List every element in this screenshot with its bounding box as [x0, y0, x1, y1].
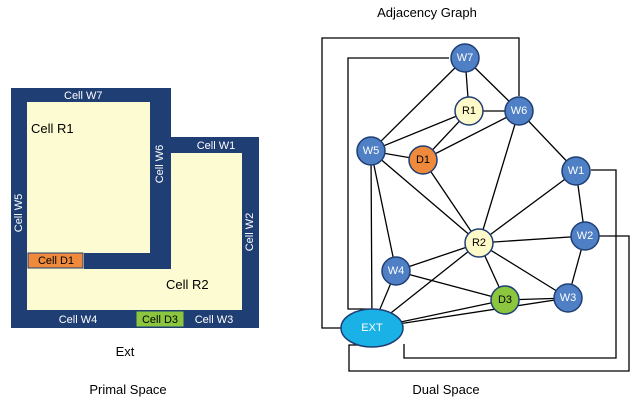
node-d3-label: D3 [498, 294, 512, 306]
node-w7 [450, 43, 480, 73]
cell-w4-label: Cell W4 [59, 314, 98, 326]
wall-w5 [11, 88, 27, 328]
edge-d1-r2 [422, 159, 480, 244]
cell-d1-label: Cell D1 [38, 255, 74, 267]
wall-w6-foot [84, 253, 171, 269]
node-w6-label: W6 [511, 105, 528, 117]
edge-w5-w4 [370, 150, 397, 272]
edge-w7-w5 [370, 57, 466, 152]
edge-w3-ext [371, 297, 569, 329]
door-d1 [27, 252, 84, 269]
graph-nodes [340, 43, 600, 348]
cell-w7-label: Cell W7 [64, 90, 103, 102]
node-w1 [561, 156, 591, 186]
wall-w6 [150, 88, 171, 269]
dual-space: Adjacency Graph [321, 5, 630, 397]
edge-w6-r2 [478, 110, 520, 244]
edge-r2-w3 [478, 242, 569, 299]
edge-r2-w2 [478, 235, 586, 244]
edge-ext-w2-outer [348, 235, 630, 372]
node-d1-label: D1 [416, 154, 430, 166]
edge-ext-w1-outer [403, 169, 617, 359]
node-w5-label: W5 [363, 145, 380, 157]
node-w4-label: W4 [388, 265, 405, 277]
cell-w3-label: Cell W3 [195, 314, 234, 326]
node-labels: W7 R1 W6 W5 D1 W1 R2 W2 W4 D3 W3 EXT [361, 52, 593, 334]
node-w2 [570, 221, 600, 251]
cell-w1-label: Cell W1 [197, 140, 236, 152]
primal-space-caption: Primal Space [89, 382, 166, 397]
node-r2-label: R2 [472, 237, 486, 249]
node-r2 [464, 228, 494, 258]
cell-r1-label: Cell R1 [31, 121, 74, 136]
door-d3 [135, 310, 185, 328]
cell-w6-label: Cell W6 [154, 145, 166, 184]
cell-r2-area [27, 153, 242, 310]
cell-r2-label: Cell R2 [166, 277, 209, 292]
edge-w6-d1 [422, 110, 520, 161]
outer-connections [321, 37, 630, 372]
wall-w7 [11, 88, 171, 102]
edge-ext-w7-outer [347, 57, 449, 310]
edge-r2-w1 [478, 170, 577, 244]
primal-space: Cell W7 Cell W6 Cell W5 Cell W1 Cell W2 … [11, 88, 259, 397]
edge-w5-r2 [370, 150, 480, 244]
node-w3 [553, 283, 583, 313]
wall-w1 [171, 137, 259, 153]
node-w4 [381, 256, 411, 286]
node-w6 [504, 96, 534, 126]
node-d3 [490, 285, 520, 315]
cell-w2-label: Cell W2 [244, 213, 256, 252]
ext-label: Ext [116, 344, 135, 359]
edge-w4-d3 [395, 270, 506, 301]
node-r1 [454, 96, 484, 126]
edge-r1-w5 [370, 110, 470, 152]
node-w7-label: W7 [457, 52, 474, 64]
cell-w5-label: Cell W5 [13, 194, 25, 233]
node-w1-label: W1 [568, 165, 585, 177]
node-ext [340, 308, 404, 348]
wall-w4 [11, 310, 259, 328]
edge-ext-w6-outer [321, 37, 520, 329]
wall-w2 [242, 137, 259, 328]
node-d1 [408, 145, 438, 175]
dual-space-caption: Dual Space [412, 382, 479, 397]
cell-d3-label: Cell D3 [142, 314, 178, 326]
node-w2-label: W2 [577, 230, 594, 242]
node-ext-label: EXT [361, 322, 383, 334]
node-r1-label: R1 [462, 105, 476, 117]
graph-edges [370, 57, 586, 329]
edge-w5-ext [370, 150, 373, 329]
node-w3-label: W3 [560, 292, 577, 304]
node-w5 [356, 136, 386, 166]
adjacency-graph-title: Adjacency Graph [377, 5, 477, 20]
